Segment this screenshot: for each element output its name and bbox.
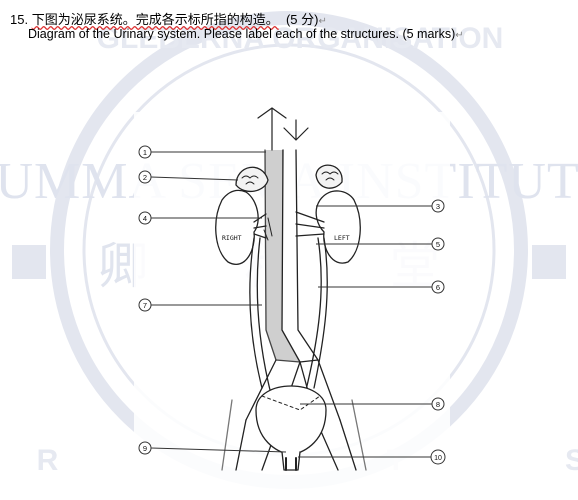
marker-5: 5 bbox=[436, 240, 440, 249]
marker-3: 3 bbox=[436, 202, 440, 211]
renal-vessels bbox=[253, 211, 325, 241]
marker-8: 8 bbox=[436, 400, 440, 409]
question-number: 15. bbox=[10, 12, 29, 27]
marker-5-circle bbox=[431, 237, 445, 251]
marker-4: 4 bbox=[143, 214, 147, 223]
question-marks-zh: (5 分) bbox=[285, 12, 319, 27]
marker-7-circle bbox=[138, 298, 152, 312]
side-label-right: RIGHT bbox=[222, 234, 242, 242]
marker-9-circle bbox=[138, 441, 152, 455]
marker-6-circle bbox=[431, 280, 445, 294]
question-title: 15. 下图为泌尿系统。完成各示标所指的构造。 (5 分)↵ bbox=[10, 12, 327, 27]
marker-10-circle bbox=[430, 449, 446, 465]
ureters bbox=[249, 237, 328, 391]
marker-6: 6 bbox=[436, 283, 440, 292]
marker-2-circle bbox=[138, 170, 152, 184]
question-english: Diagram of the Urinary system. Please la… bbox=[28, 27, 464, 41]
side-label-left: LEFT bbox=[334, 234, 350, 242]
bladder bbox=[255, 385, 327, 471]
question-english-text: Diagram of the Urinary system. Please la… bbox=[28, 27, 456, 41]
marker-1: 1 bbox=[143, 148, 147, 157]
marker-3-circle bbox=[431, 199, 445, 213]
question-chinese: 下图为泌尿系统。完成各示标所指的构造。 bbox=[31, 12, 279, 27]
marker-1-circle bbox=[138, 145, 152, 159]
adrenal-glands bbox=[235, 164, 343, 193]
marker-8-circle bbox=[431, 397, 445, 411]
marker-9: 9 bbox=[143, 444, 147, 453]
marker-2: 2 bbox=[143, 173, 147, 182]
marker-7: 7 bbox=[143, 301, 147, 310]
aorta-and-vena-cava bbox=[245, 107, 341, 421]
kidneys bbox=[215, 189, 361, 265]
marker-4-circle bbox=[138, 211, 152, 225]
marker-10: 10 bbox=[434, 455, 442, 462]
